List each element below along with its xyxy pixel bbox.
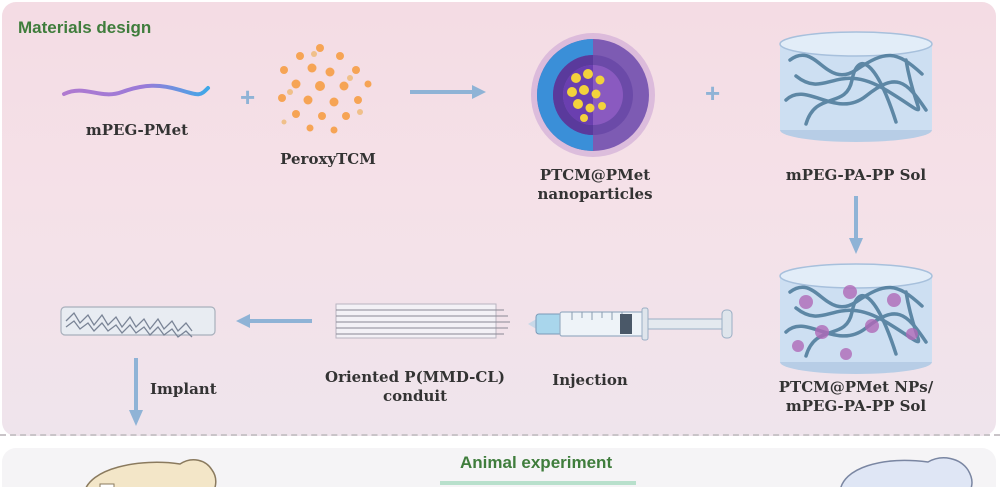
animal-experiment-title: Animal experiment (460, 453, 613, 472)
sol-gel-container-icon (779, 31, 933, 142)
nps-sol-gel-icon (779, 263, 933, 374)
arrow-down-implant-icon (129, 358, 143, 426)
materials-design-title: Materials design (18, 18, 152, 37)
syringe-icon (528, 307, 733, 341)
peroxytcm-label: PeroxyTCM (280, 150, 376, 168)
animal-arrow-icon (440, 481, 636, 485)
plus-sign-1: + (240, 82, 256, 112)
oriented-conduit-icon (335, 303, 510, 339)
polymer-chain-icon (62, 83, 210, 97)
implant-label: Implant (150, 380, 217, 398)
nanoparticle-icon (531, 33, 655, 157)
arrow-right-icon (410, 85, 486, 99)
conduit-label-line1: Oriented P(MMD-CL) (325, 368, 505, 386)
filled-conduit-icon (60, 306, 216, 338)
mpeg-pmet-label: mPEG-PMet (85, 121, 189, 139)
ptcm-pmet-label-line1: PTCM@PMet (539, 166, 651, 184)
arrow-left-icon (236, 314, 312, 328)
injection-label: Injection (552, 371, 628, 389)
section-divider (0, 434, 1000, 436)
conduit-label-line2: conduit (382, 387, 448, 405)
plus-sign-2: + (705, 78, 721, 108)
arrow-down-icon (849, 196, 863, 254)
peroxytcm-dots-icon (278, 44, 372, 134)
nps-sol-label-line2: mPEG-PA-PP Sol (785, 397, 927, 415)
sol-label: mPEG-PA-PP Sol (785, 166, 927, 184)
ptcm-pmet-label-line2: nanoparticles (537, 185, 653, 203)
rat-left-icon (85, 458, 217, 487)
rat-right-icon (840, 457, 973, 487)
nps-sol-label-line1: PTCM@PMet NPs/ (778, 378, 934, 396)
